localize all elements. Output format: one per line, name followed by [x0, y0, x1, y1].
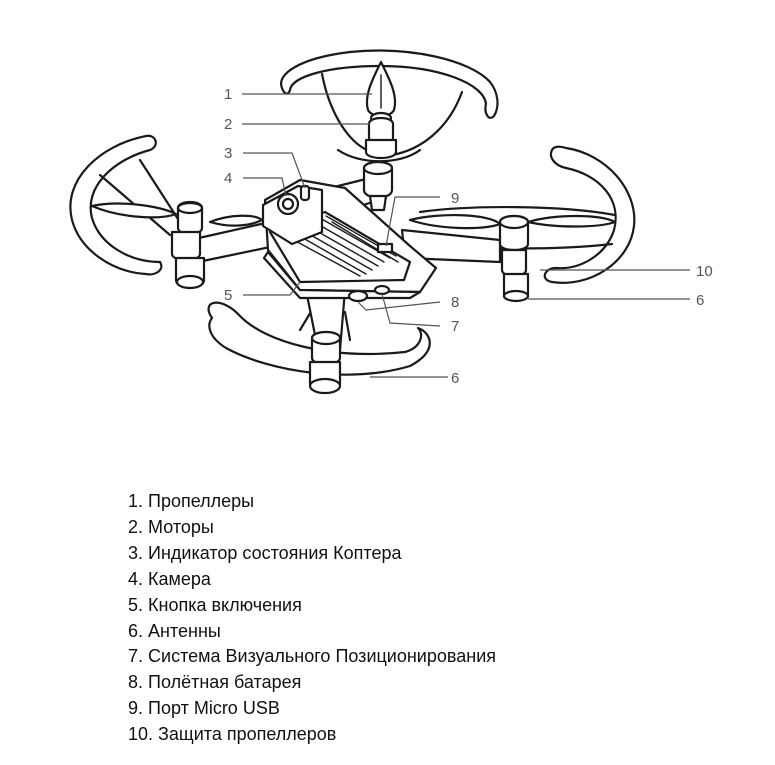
callout-10: 10: [696, 263, 713, 280]
legend-item-micro-usb: 9. Порт Micro USB: [128, 698, 280, 719]
motor-front: [308, 330, 342, 395]
callout-4: 4: [224, 170, 232, 187]
motor-center-rear: [362, 160, 394, 212]
drone-diagram: 1 2 3 4 5 6 7 8 9 10 6: [69, 49, 713, 395]
motor-rear: [364, 111, 398, 160]
callout-5: 5: [224, 287, 232, 304]
legend-item-propeller-guards: 10. Защита пропеллеров: [128, 724, 337, 745]
legend-item-camera: 4. Камера: [128, 568, 211, 589]
callout-6-right: 6: [696, 292, 704, 309]
legend-item-propellers: 1. Пропеллеры: [128, 491, 255, 511]
leader-lines: [242, 93, 690, 378]
legend-item-antennas: 6. Антенны: [128, 620, 221, 641]
legend-item-battery: 8. Полётная батарея: [128, 672, 302, 693]
callout-labels: 1 2 3 4 5 6 7 8 9 10 6: [224, 86, 713, 387]
propeller-blades-side: [90, 202, 617, 230]
callout-1: 1: [224, 86, 232, 103]
callout-9: 9: [451, 190, 459, 207]
callout-6-front: 6: [451, 370, 459, 387]
callout-3: 3: [224, 145, 232, 162]
motor-left: [170, 200, 206, 290]
legend-item-vision-positioning: 7. Система Визуального Позиционирования: [128, 646, 496, 667]
callout-7: 7: [451, 318, 459, 335]
legend-item-motors: 2. Моторы: [128, 516, 214, 537]
legend-item-power-button: 5. Кнопка включения: [128, 594, 302, 615]
drone-body: [261, 178, 438, 303]
motor-right: [498, 214, 530, 303]
propeller-rear: [365, 60, 397, 118]
legend-item-status-indicator: 3. Индикатор состояния Коптера: [128, 542, 402, 563]
parts-legend: 1. Пропеллеры 2. Моторы 3. Индикатор сос…: [128, 489, 496, 748]
callout-2: 2: [224, 116, 232, 133]
callout-8: 8: [451, 294, 459, 311]
